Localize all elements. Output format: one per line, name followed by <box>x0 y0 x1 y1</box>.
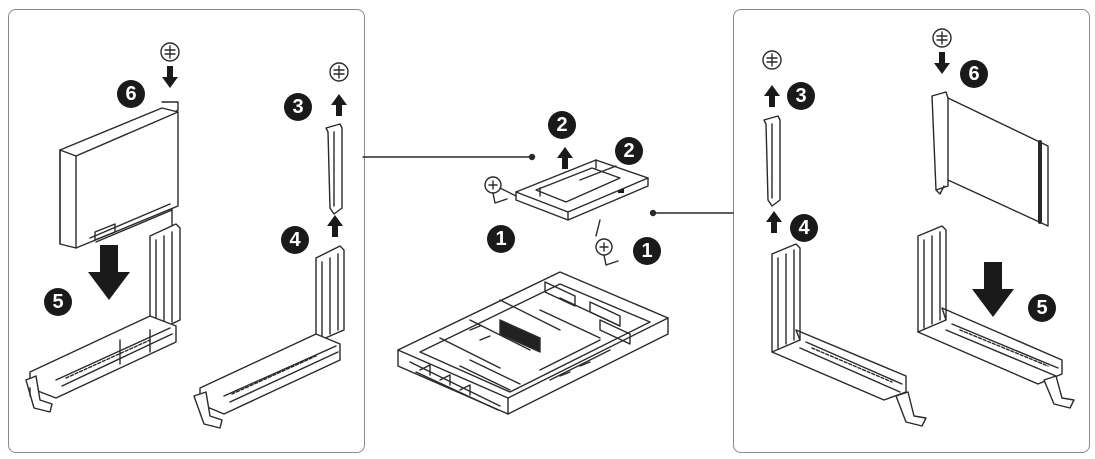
riser-cage-left-1 <box>25 223 181 413</box>
arrow-down-icon <box>162 66 178 88</box>
step-badge-3: 3 <box>284 93 312 121</box>
step-badge-6: 6 <box>117 80 145 108</box>
slot-cover-bracket-left <box>325 123 343 215</box>
right-connector-dot <box>649 209 657 217</box>
arrow-down-icon <box>934 52 950 74</box>
screw-icon <box>932 28 952 48</box>
riser-cage-left-2 <box>193 245 345 429</box>
expansion-card-right <box>931 91 1049 227</box>
step-badge-5: 5 <box>1028 294 1056 322</box>
arrow-up-icon <box>557 147 573 169</box>
step-badge-2: 2 <box>548 111 576 139</box>
step-badge-3: 3 <box>787 82 815 110</box>
step-badge-1: 1 <box>487 225 515 253</box>
server-chassis <box>397 271 669 415</box>
riser-cage-right-1 <box>771 243 927 427</box>
screw-icon <box>160 42 180 62</box>
arrow-up-icon <box>331 94 347 116</box>
screw-icon <box>595 238 619 266</box>
arrow-down-icon <box>972 262 1014 317</box>
expansion-card-left <box>59 107 179 249</box>
slot-cover-bracket-right <box>763 115 781 207</box>
riser-bracket-frame <box>515 159 649 221</box>
step-badge-2: 2 <box>615 137 643 165</box>
arrow-up-icon <box>327 215 343 237</box>
step-badge-5: 5 <box>44 288 72 316</box>
riser-cage-right-2 <box>917 225 1075 409</box>
step-badge-6: 6 <box>960 60 988 88</box>
step-badge-4: 4 <box>281 226 309 254</box>
screw-icon <box>329 62 349 82</box>
left-connector-dot <box>528 153 536 161</box>
step-badge-1: 1 <box>633 237 661 265</box>
step-badge-4: 4 <box>790 214 818 242</box>
arrow-up-icon <box>766 211 782 233</box>
screw-icon <box>762 50 782 70</box>
screw-icon <box>484 176 508 204</box>
arrow-down-icon <box>88 245 130 300</box>
arrow-up-icon <box>764 85 780 107</box>
